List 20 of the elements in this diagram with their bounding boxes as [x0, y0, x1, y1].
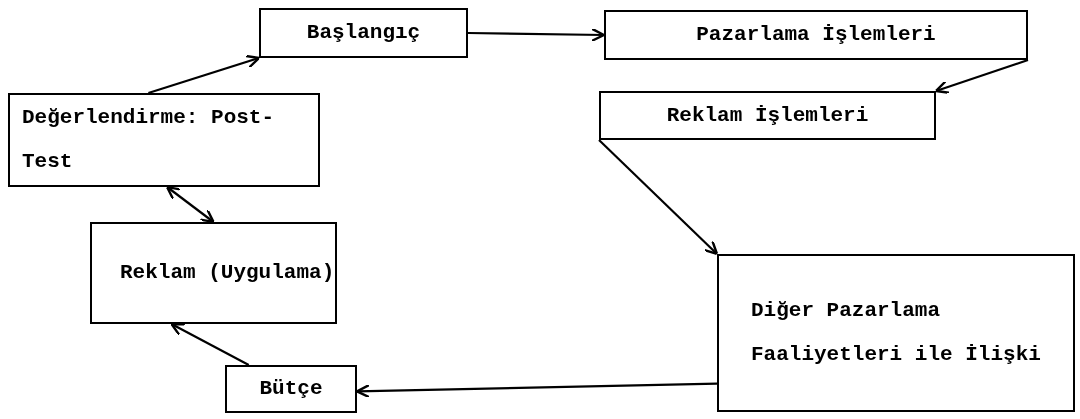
box-label: Değerlendirme: Post-Test: [22, 105, 276, 175]
process-box: [8, 93, 320, 187]
process-box: [599, 91, 936, 140]
box-label: Reklam (Uygulama): [120, 260, 335, 286]
box-label: Bütçe: [259, 376, 323, 402]
arrow: [170, 322, 250, 366]
arrow: [165, 185, 215, 224]
process-box: [259, 8, 468, 58]
box-label: Başlangıç: [306, 20, 421, 46]
box-label: Reklam İşlemleri: [666, 102, 869, 129]
arrow: [598, 139, 719, 256]
arrow: [148, 54, 261, 95]
process-box: [717, 254, 1075, 412]
box-label: Pazarlama İşlemleri: [696, 22, 936, 48]
process-box: [225, 365, 357, 413]
process-box: [90, 222, 337, 324]
arrow: [468, 27, 606, 42]
process-box: [604, 10, 1028, 60]
arrow: [934, 58, 1029, 95]
box-label: Diğer Pazarlama Faaliyetleri ile İlişki: [751, 298, 1042, 368]
